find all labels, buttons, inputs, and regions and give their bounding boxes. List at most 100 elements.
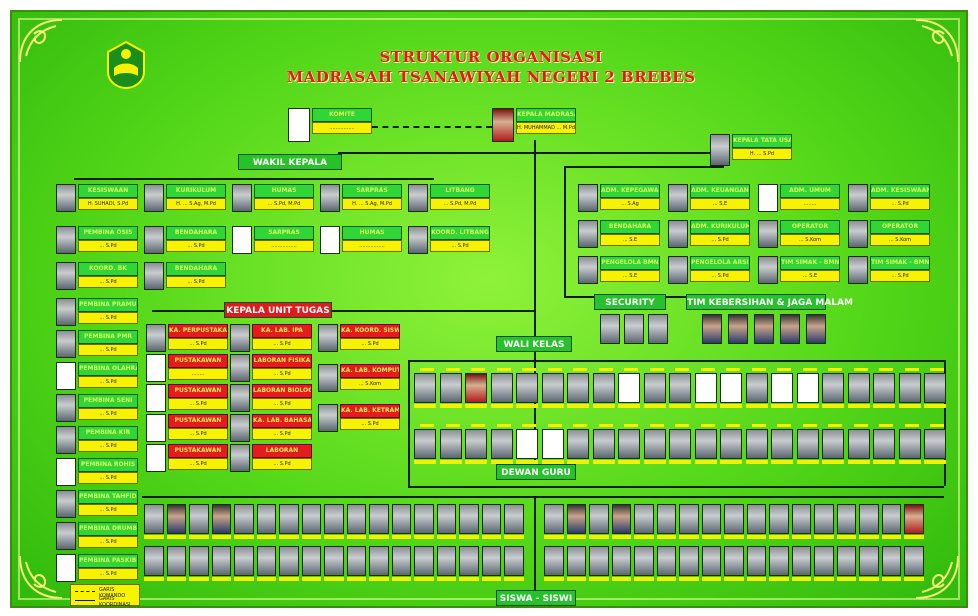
dewan-guru-photo bbox=[792, 504, 812, 534]
wali-kelas-left-line bbox=[408, 360, 410, 486]
position-holder-name: ... S.Pd bbox=[78, 276, 138, 288]
position-holder-name: ... S.Pd bbox=[340, 418, 400, 430]
cleaning-staff-photo bbox=[754, 314, 774, 344]
dewan-guru-photo bbox=[302, 546, 322, 576]
position-holder-name: ... S.Ag bbox=[600, 198, 660, 210]
position-holder-name: ... S.Pd bbox=[78, 344, 138, 356]
wali-kelas-class-tag bbox=[446, 368, 460, 371]
wali-kelas-name-tag bbox=[873, 404, 895, 408]
dewan-guru-name-tag bbox=[257, 577, 277, 581]
wali-kelas-photo bbox=[491, 373, 513, 403]
wali-kelas-photo bbox=[771, 373, 793, 403]
dewan-guru-photo bbox=[634, 546, 654, 576]
position-holder-name: ... S.E bbox=[780, 270, 840, 282]
unit-tugas-bus bbox=[152, 310, 534, 312]
dewan-guru-name-tag bbox=[769, 577, 789, 581]
wali-kelas-photo bbox=[848, 373, 870, 403]
position-card: KA. KOORD. SISWA... S.Pd bbox=[340, 324, 400, 360]
staff-photo bbox=[230, 354, 250, 382]
dewan-guru-name-tag bbox=[612, 535, 632, 539]
wali-kelas-name-tag bbox=[542, 404, 564, 408]
dewan-guru-photo bbox=[544, 504, 564, 534]
wali-kelas-name-tag bbox=[924, 460, 946, 464]
position-title: BENDAHARA bbox=[166, 262, 226, 276]
position-holder-name: ... S.Pd bbox=[78, 504, 138, 516]
dewan-guru-photo bbox=[369, 546, 389, 576]
wali-kelas-photo bbox=[542, 373, 564, 403]
wali-kelas-name-tag bbox=[414, 404, 436, 408]
position-title: LITBANG bbox=[430, 184, 490, 198]
dewan-guru-photo bbox=[504, 546, 524, 576]
position-holder-name: ... S.Pd bbox=[252, 398, 312, 410]
position-title: ADM. KURIKULUM bbox=[690, 220, 750, 234]
dewan-guru-photo bbox=[567, 504, 587, 534]
position-holder-name: ... S.Pd bbox=[168, 428, 228, 440]
wali-kelas-bottom-line bbox=[408, 486, 944, 488]
cleaning-staff-photo bbox=[780, 314, 800, 344]
staff-photo bbox=[668, 220, 688, 248]
wali-kelas-name-tag bbox=[899, 404, 921, 408]
dewan-guru-photo bbox=[612, 546, 632, 576]
dewan-guru-photo bbox=[234, 504, 254, 534]
dewan-guru-photo bbox=[724, 504, 744, 534]
dewan-guru-name-tag bbox=[392, 577, 412, 581]
staff-photo bbox=[758, 220, 778, 248]
dewan-guru-name-tag bbox=[724, 577, 744, 581]
staff-photo bbox=[56, 394, 76, 422]
position-card: KOORD. LITBANG... S.Pd bbox=[430, 226, 490, 262]
dewan-guru-name-tag bbox=[769, 535, 789, 539]
position-title: ADM. UMUM bbox=[780, 184, 840, 198]
dewan-guru-name-tag bbox=[657, 535, 677, 539]
position-title: OPERATOR bbox=[780, 220, 840, 234]
position-title: KA. LAB. KETRAMPILAN bbox=[340, 404, 400, 418]
dewan-guru-name-tag bbox=[792, 535, 812, 539]
wali-kelas-name-tag bbox=[465, 404, 487, 408]
staff-photo bbox=[56, 554, 76, 582]
wali-kelas-photo bbox=[720, 429, 742, 459]
wali-kelas-name-tag bbox=[593, 404, 615, 408]
position-holder-name: ... S.Pd bbox=[430, 240, 490, 252]
wali-kelas-class-tag bbox=[573, 424, 587, 427]
staff-photo bbox=[578, 256, 598, 284]
position-holder-name: ... S.Kom bbox=[780, 234, 840, 246]
wali-kelas-name-tag bbox=[720, 404, 742, 408]
position-holder-name: ................ bbox=[254, 240, 314, 252]
wali-kelas-name-tag bbox=[848, 404, 870, 408]
position-holder-name: ... S.Pd bbox=[78, 536, 138, 548]
security-photo bbox=[648, 314, 668, 344]
wali-kelas-photo bbox=[644, 429, 666, 459]
position-title: PUSTAKAWAN bbox=[168, 384, 228, 398]
wali-kelas-class-tag bbox=[930, 424, 944, 427]
wali-kelas-class-tag bbox=[420, 368, 434, 371]
position-holder-name: ... S.Kom bbox=[340, 378, 400, 390]
dewan-guru-name-tag bbox=[859, 535, 879, 539]
dewan-guru-photo bbox=[814, 546, 834, 576]
dewan-guru-name-tag bbox=[279, 577, 299, 581]
dewan-guru-name-tag bbox=[702, 535, 722, 539]
staff-photo bbox=[408, 184, 428, 212]
dewan-guru-name-tag bbox=[212, 577, 232, 581]
wali-kelas-class-tag bbox=[471, 368, 485, 371]
wali-kelas-name-tag bbox=[567, 460, 589, 464]
position-card: ADM. KEUANGAN... S.E bbox=[690, 184, 750, 220]
wali-kelas-name-tag bbox=[516, 404, 538, 408]
dewan-guru-photo bbox=[747, 546, 767, 576]
position-title: LABORAN BIOLOGI bbox=[252, 384, 312, 398]
wali-kelas-photo bbox=[440, 373, 462, 403]
position-holder-name: ... S.Pd, M.Pd bbox=[254, 198, 314, 210]
wali-kelas-photo bbox=[618, 373, 640, 403]
wali-kelas-class-tag bbox=[650, 424, 664, 427]
wali-kelas-class-tag bbox=[548, 424, 562, 427]
dewan-guru-name-tag bbox=[437, 535, 457, 539]
wali-kelas-photo bbox=[746, 429, 768, 459]
wali-kelas-photo bbox=[542, 429, 564, 459]
dewan-guru-name-tag bbox=[882, 535, 902, 539]
staff-photo bbox=[146, 444, 166, 472]
wali-kelas-photo bbox=[440, 429, 462, 459]
position-title: BENDAHARA bbox=[166, 226, 226, 240]
dewan-guru-photo bbox=[459, 546, 479, 576]
position-holder-name: ........ bbox=[168, 368, 228, 380]
dewan-guru-name-tag bbox=[324, 535, 344, 539]
position-holder-name: ... S.Pd bbox=[870, 270, 930, 282]
wali-kelas-photo bbox=[516, 373, 538, 403]
